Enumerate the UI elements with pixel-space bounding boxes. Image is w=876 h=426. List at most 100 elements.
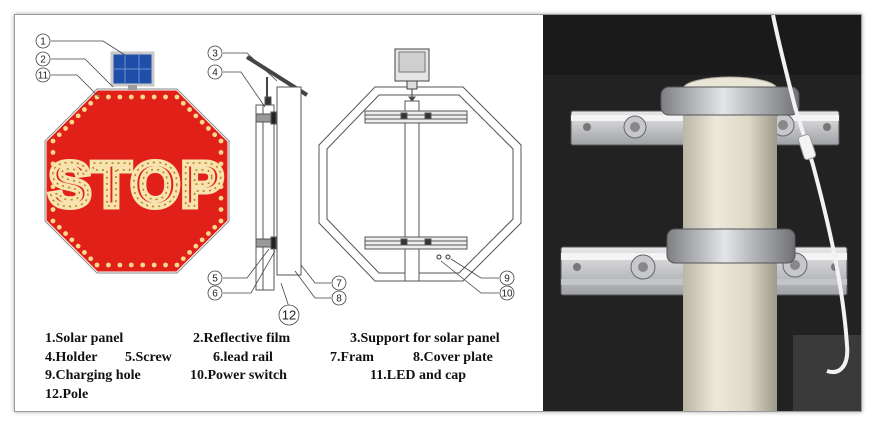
led-dot xyxy=(218,172,224,178)
callout-circle xyxy=(278,304,300,326)
callout-number: 3 xyxy=(212,49,218,60)
callout-circle xyxy=(499,270,515,286)
led-dot xyxy=(88,100,94,106)
legend-item-holder: 4.Holder xyxy=(45,349,98,365)
diagram-svg: STOP STOP xyxy=(35,33,522,326)
callout-leaders xyxy=(51,40,499,308)
callout-number: 5 xyxy=(212,274,218,285)
callout-number: 1 xyxy=(40,37,46,48)
callout-circle xyxy=(331,290,347,306)
led-dot xyxy=(140,94,146,100)
led-dot xyxy=(63,231,68,236)
led-dot xyxy=(94,262,100,268)
led-dot xyxy=(218,218,224,224)
callout-number: 6 xyxy=(212,289,218,300)
led-dot xyxy=(174,262,180,268)
led-dot xyxy=(206,231,211,236)
led-dot xyxy=(50,161,56,167)
callout-number: 10 xyxy=(501,289,513,300)
led-border xyxy=(50,94,224,268)
callout-number: 11 xyxy=(38,71,49,82)
legend-item-reflective-film: 2.Reflective film xyxy=(193,331,291,346)
led-dot xyxy=(106,262,111,268)
led-dot xyxy=(56,224,62,230)
side-view xyxy=(245,55,309,291)
led-dot xyxy=(206,126,211,131)
led-dot xyxy=(50,207,56,212)
led-dot xyxy=(88,256,94,262)
led-dot xyxy=(50,195,56,201)
led-dot xyxy=(193,243,199,249)
pole-photo xyxy=(543,15,861,411)
led-dot xyxy=(163,262,168,268)
callout-circle xyxy=(499,285,515,301)
led-dot xyxy=(151,94,157,100)
legend-item-solar-panel: 1.Solar panel xyxy=(45,331,124,346)
led-dot xyxy=(218,150,224,155)
legend-item-led-cap: 11.LED and cap xyxy=(370,368,467,383)
led-dot xyxy=(212,132,218,138)
callout-number: 7 xyxy=(336,279,342,290)
callout-circle xyxy=(207,64,223,80)
callout-circle xyxy=(331,275,347,291)
led-dot xyxy=(56,132,62,138)
led-dot xyxy=(82,250,87,255)
led-dot xyxy=(50,184,56,190)
legend-item-power-switch: 10.Power switch xyxy=(190,368,287,383)
led-dot xyxy=(187,250,192,255)
legend-item-lead-rail: 6.lead rail xyxy=(213,349,273,365)
led-dot xyxy=(106,94,111,100)
led-dot xyxy=(187,107,192,112)
led-dot xyxy=(218,138,224,144)
callout-circle xyxy=(35,51,51,67)
led-dot xyxy=(69,237,75,243)
led-dot xyxy=(212,224,218,230)
callout-circle xyxy=(207,285,223,301)
legend-item-charging-hole: 9.Charging hole xyxy=(45,368,141,383)
pole-photo-svg xyxy=(543,15,861,411)
led-dot xyxy=(218,184,224,190)
led-dot xyxy=(180,256,186,262)
led-dot xyxy=(151,262,157,268)
callout-number: 4 xyxy=(212,68,218,79)
led-dot xyxy=(50,172,56,178)
led-dot xyxy=(174,94,180,100)
led-dot xyxy=(128,94,134,100)
led-dot xyxy=(163,94,168,100)
diagram-panel: STOP STOP xyxy=(15,15,543,411)
led-dot xyxy=(75,243,81,249)
callout-circle xyxy=(207,270,223,286)
led-dot xyxy=(117,262,123,268)
led-dot xyxy=(82,107,87,112)
led-dot xyxy=(75,113,81,119)
callout-circle xyxy=(207,45,223,61)
led-dot xyxy=(63,126,68,131)
callout-circle xyxy=(35,67,51,83)
led-dot xyxy=(50,138,56,144)
stop-sign: STOP STOP xyxy=(43,51,231,275)
pole xyxy=(660,76,800,411)
led-dot xyxy=(128,262,134,268)
legend-item-support: 3.Support for solar panel xyxy=(350,331,500,346)
led-dot xyxy=(218,161,224,167)
legend-item-fram: 7.Fram xyxy=(330,349,374,365)
stop-text-inner: STOP xyxy=(49,151,225,220)
led-dot xyxy=(218,207,224,212)
led-dot xyxy=(180,100,186,106)
back-view xyxy=(318,48,522,282)
callout-number: 2 xyxy=(40,55,46,66)
callout-circle xyxy=(35,33,51,49)
led-dot xyxy=(140,262,146,268)
legend-item-pole: 12.Pole xyxy=(45,386,89,402)
legend-item-cover-plate: 8.Cover plate xyxy=(413,349,493,365)
legend-item-screw: 5.Screw xyxy=(125,349,172,365)
figure-frame: STOP STOP xyxy=(14,14,862,412)
led-dot xyxy=(69,119,75,125)
stop-text: STOP xyxy=(49,151,225,220)
callout-number: 12 xyxy=(282,308,296,323)
led-dot xyxy=(50,150,56,155)
callout-number: 9 xyxy=(504,274,510,285)
led-dot xyxy=(199,237,205,243)
led-dot xyxy=(199,119,205,125)
